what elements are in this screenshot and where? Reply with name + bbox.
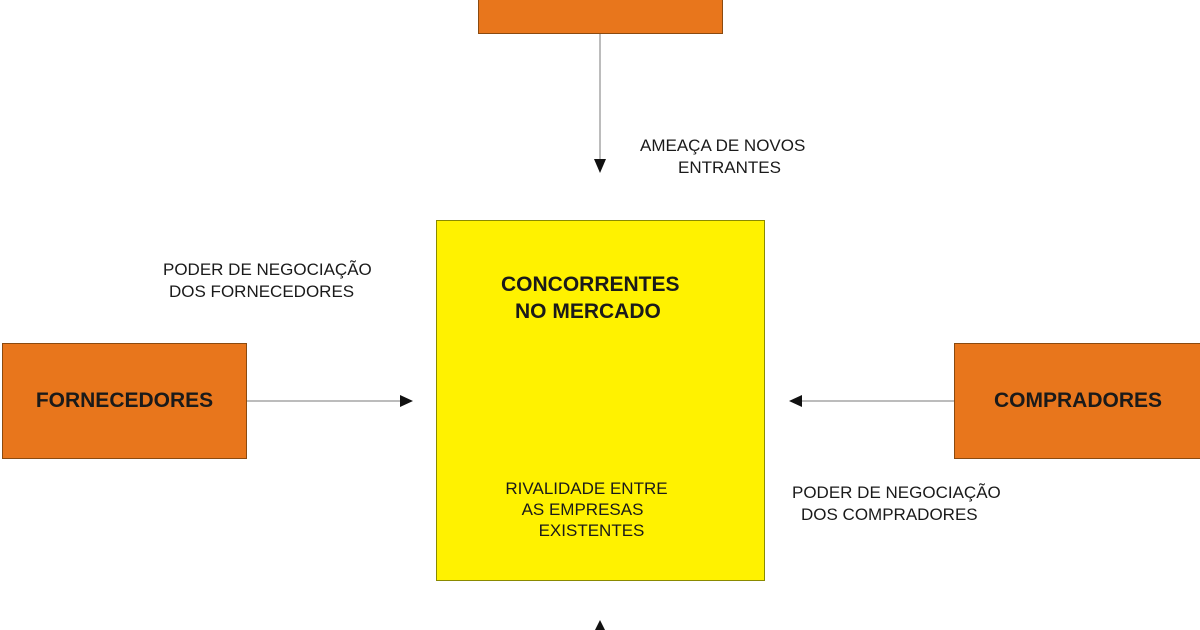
supplier-power-label-line2: DOS FORNECEDORES — [169, 282, 355, 301]
buyer-power-label-line2: DOS COMPRADORES — [801, 505, 978, 524]
new-entrants-box — [478, 0, 723, 34]
competitors-title-line1: CONCORRENTES — [501, 273, 680, 296]
rivalry-line3: EXISTENTES — [538, 521, 645, 540]
new-entrants-threat-label: AMEAÇA DE NOVOS ENTRANTES — [640, 135, 805, 179]
right-arrowhead — [789, 395, 802, 407]
rivalry-text: RIVALIDADE ENTRE AS EMPRESAS EXISTENTES — [437, 478, 766, 541]
buyer-power-label: PODER DE NEGOCIAÇÃO DOS COMPRADORES — [792, 482, 1001, 526]
competitors-title: CONCORRENTES NO MERCADO — [501, 271, 680, 325]
rivalry-line2: AS EMPRESAS — [521, 500, 644, 519]
new-entrants-label-line2: ENTRANTES — [678, 158, 781, 177]
supplier-power-label-line1: PODER DE NEGOCIAÇÃO — [163, 260, 372, 279]
bottom-arrowhead — [595, 620, 605, 630]
competitors-title-line2: NO MERCADO — [515, 300, 661, 323]
new-entrants-label-line1: AMEAÇA DE NOVOS — [640, 136, 806, 155]
suppliers-box-label: FORNECEDORES — [35, 389, 214, 412]
supplier-power-label: PODER DE NEGOCIAÇÃO DOS FORNECEDORES — [163, 259, 372, 303]
rivalry-line1: RIVALIDADE ENTRE — [505, 479, 668, 498]
buyers-box: COMPRADORES — [954, 343, 1200, 459]
top-arrowhead — [594, 159, 606, 173]
buyer-power-label-line1: PODER DE NEGOCIAÇÃO — [792, 483, 1001, 502]
competitors-box: CONCORRENTES NO MERCADO RIVALIDADE ENTRE… — [436, 220, 765, 581]
suppliers-box: FORNECEDORES — [2, 343, 247, 459]
left-arrowhead — [400, 395, 413, 407]
buyers-box-label: COMPRADORES — [993, 389, 1162, 412]
